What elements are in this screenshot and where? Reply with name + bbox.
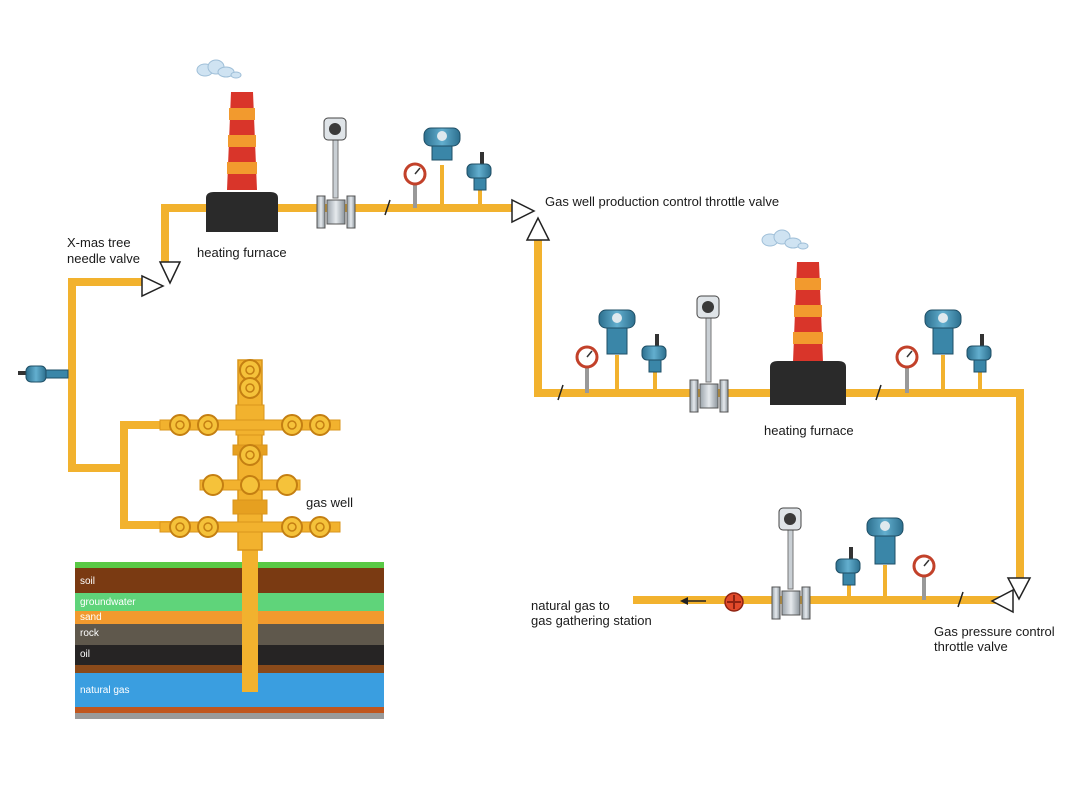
- stratum-rock-band: [75, 624, 384, 645]
- stratum-sand-band: [75, 611, 384, 624]
- smoke-cloud-1: [196, 59, 242, 79]
- stratum-natural-gas-band: [75, 673, 384, 707]
- outlet-gate-valve: [724, 592, 744, 612]
- pressure-throttle-valve-symbol: [990, 577, 1032, 614]
- stratum-rock-label: rock: [80, 628, 99, 639]
- side-transmitter: [18, 365, 69, 383]
- temperature-transmitter-2: [641, 334, 667, 373]
- stratum-groundwater-label: groundwater: [80, 597, 136, 608]
- stratum-sand-label: sand: [80, 612, 102, 623]
- temperature-transmitter-1: [466, 152, 492, 191]
- pressure-gauge-3: [895, 345, 919, 393]
- production-valve-label: Gas well production control throttle val…: [545, 194, 780, 209]
- stratum-oil-label: oil: [80, 649, 91, 660]
- temperature-transmitter-3: [966, 334, 992, 373]
- xmas-tree-needle-valve-symbol: [141, 261, 182, 298]
- destination-label-line2: gas gathering station: [531, 613, 652, 628]
- pressure-transmitter-1: [423, 127, 461, 161]
- pressure-valve-label-line1: Gas pressure control: [934, 624, 1055, 639]
- production-throttle-valve-symbol: [511, 198, 551, 241]
- flowmeter-3: [771, 507, 811, 620]
- pressure-transmitter-3: [924, 309, 962, 355]
- pressure-gauge-2: [575, 345, 599, 393]
- stratum-soil-band: [75, 568, 384, 593]
- pressure-transmitter-2: [598, 309, 636, 355]
- heating-furnace-1: [206, 92, 278, 232]
- heating-furnace-2: [770, 262, 846, 405]
- stratum-soil-label: soil: [80, 576, 96, 587]
- pressure-valve-label-line2: throttle valve: [934, 639, 1008, 654]
- gas-well-label: gas well: [306, 495, 353, 510]
- flowmeter-1: [316, 117, 356, 229]
- pipe-break-marks: [384, 199, 964, 608]
- pressure-transmitter-4: [866, 517, 904, 565]
- smoke-cloud-2: [761, 229, 809, 250]
- destination-label-line1: natural gas to: [531, 598, 610, 613]
- xmas-tree-valve-label-line1: X-mas tree: [67, 235, 131, 250]
- handwheel-group: [169, 359, 331, 538]
- temperature-transmitter-4: [835, 547, 861, 586]
- xmas-tree-valve-label-line2: needle valve: [67, 251, 140, 266]
- stratum-natural-gas-label: natural gas: [80, 685, 130, 696]
- pressure-gauge-4: [912, 554, 936, 600]
- christmas-tree-wellhead: [159, 359, 341, 551]
- stratum-oil-band: [75, 645, 384, 665]
- pressure-gauge-1: [403, 162, 427, 208]
- stratum-groundwater-band: [75, 593, 384, 611]
- heating-furnace-2-label: heating furnace: [764, 423, 854, 438]
- ground-strata: [75, 562, 384, 719]
- flowmeter-2: [689, 295, 729, 413]
- flow-direction-arrow: [680, 597, 706, 605]
- heating-furnace-1-label: heating furnace: [197, 245, 287, 260]
